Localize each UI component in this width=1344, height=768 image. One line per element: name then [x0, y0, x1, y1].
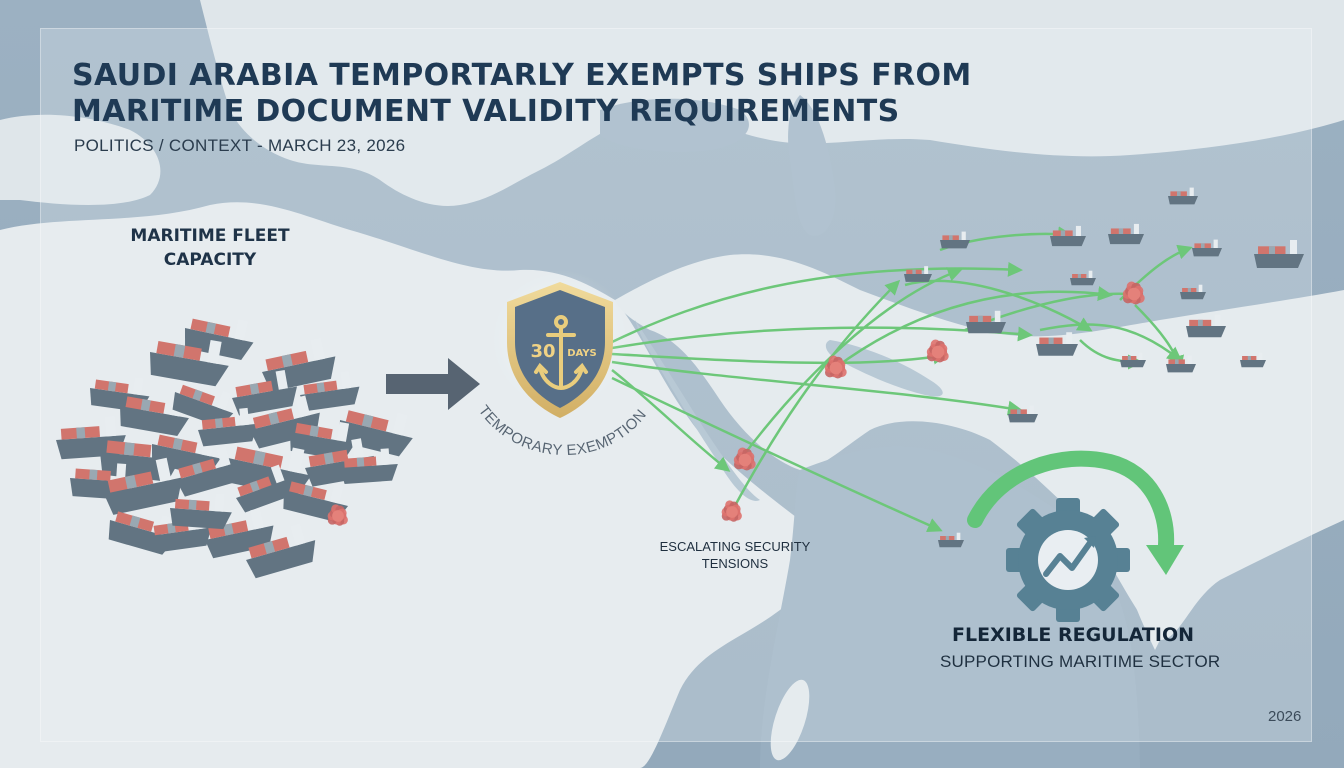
route-line: [739, 267, 963, 461]
ship-icon: [1036, 332, 1078, 356]
ship-icon: [339, 410, 413, 457]
fleet-label-line-1: MARITIME FLEET: [130, 226, 290, 246]
ship-icon: [1168, 187, 1198, 205]
arrow-right-icon: [386, 358, 480, 410]
explosion-icon: [926, 339, 949, 363]
security-incidents: [327, 281, 1145, 526]
shield-icon: 30 DAYS: [490, 270, 630, 418]
gear-tooth: [1016, 582, 1046, 612]
fleet-label-line-2: CAPACITY: [163, 250, 257, 270]
route-line: [1039, 323, 1183, 362]
growth-chart-icon: [1043, 536, 1096, 577]
title-line-1: SAUDI ARABIA TEMPORTARLY EXEMPTS SHIPS F…: [72, 58, 972, 93]
title-line-2: MARITIME DOCUMENT VALIDITY REQUIREMENTS: [72, 94, 900, 129]
page-title: SAUDI ARABIA TEMPORTARLY EXEMPTS SHIPS F…: [72, 58, 972, 130]
category-date: POLITICS / CONTEXT - MARCH 23, 2026: [74, 136, 406, 155]
ship-icon: [940, 231, 970, 249]
shipping-routes: [611, 226, 1193, 532]
ship-icon: [1180, 284, 1206, 300]
europe-landmass: [200, 0, 1344, 206]
ship-icon: [198, 407, 258, 447]
route-line: [611, 261, 1023, 344]
ship-icon: [246, 523, 316, 579]
caspian-sea: [788, 95, 836, 236]
content-panel: [40, 28, 1312, 742]
madagascar: [770, 679, 810, 761]
ship-icon: [250, 395, 320, 449]
ship-icon: [170, 493, 232, 530]
ship-icon: [176, 446, 240, 497]
ship-icon: [1008, 405, 1038, 423]
flexible-regulation-subtitle: SUPPORTING MARITIME SECTOR: [940, 652, 1221, 671]
ship-icon: [1240, 352, 1266, 368]
route-line: [834, 286, 1113, 370]
route-line: [611, 376, 943, 532]
iberia-landmass: [0, 114, 161, 205]
explosion-icon: [1122, 281, 1145, 305]
ship-icon: [172, 384, 234, 427]
route-line: [611, 369, 731, 472]
ship-icon: [236, 464, 293, 513]
ship-icon: [205, 508, 274, 559]
ship-icon: [104, 457, 183, 515]
route-line: [611, 326, 1033, 350]
ship-icon: [1254, 240, 1304, 268]
gear-icon: [1006, 498, 1130, 622]
badge-number: 30: [530, 341, 555, 362]
route-ships: [904, 187, 1304, 548]
footer-year: 2026: [1268, 708, 1302, 725]
cycle-arrow: [967, 450, 1184, 575]
flexible-regulation-title: FLEXIBLE REGULATION: [952, 624, 1195, 646]
security-tensions-label: ESCALATING SECURITY TENSIONS: [650, 538, 820, 572]
explosion-icon: [721, 500, 742, 522]
security-label-line-1: ESCALATING SECURITY: [659, 539, 811, 554]
ship-icon: [938, 532, 964, 548]
gear-tooth: [1090, 508, 1120, 538]
black-sea: [600, 98, 749, 152]
sri-lanka: [1155, 591, 1175, 619]
route-line: [611, 349, 948, 365]
ship-icon: [904, 266, 932, 282]
ship-icon: [232, 369, 297, 416]
ship-icon: [1192, 239, 1222, 257]
ship-icon: [300, 371, 360, 412]
gear-tooth: [1016, 508, 1046, 538]
ship-icon: [340, 448, 398, 484]
security-label-line-2: TENSIONS: [701, 556, 769, 571]
explosion-icon: [824, 355, 847, 379]
route-line: [611, 360, 1023, 416]
ship-icon: [1120, 352, 1146, 368]
ship-icon: [966, 310, 1006, 334]
gear-tooth: [1090, 582, 1120, 612]
ship-icon: [150, 339, 229, 387]
ship-icon: [1166, 355, 1196, 373]
ship-icon: [1108, 223, 1144, 245]
explosion-icon: [733, 447, 756, 471]
badge-unit: DAYS: [567, 348, 597, 359]
ship-icon: [1070, 270, 1096, 286]
ship-icon: [1050, 225, 1086, 247]
anchor-icon: [534, 315, 588, 391]
ship-icon: [1186, 314, 1226, 338]
fleet-capacity-label: MARITIME FLEET CAPACITY: [100, 224, 320, 272]
explosion-icon: [327, 504, 348, 526]
route-line: [728, 279, 901, 516]
